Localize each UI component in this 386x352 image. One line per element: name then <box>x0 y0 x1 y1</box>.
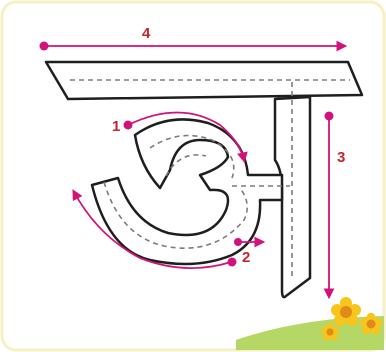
step-number-3: 3 <box>337 149 345 166</box>
start-dot-1 <box>124 121 133 130</box>
step-number-2: 2 <box>242 249 250 266</box>
page-frame <box>2 2 384 350</box>
start-dot-2b <box>228 258 237 267</box>
start-dot-4 <box>40 42 49 51</box>
step-number-4: 4 <box>142 25 151 42</box>
start-dot-2a <box>234 238 242 246</box>
step-number-1: 1 <box>112 118 120 135</box>
start-dot-3 <box>325 112 334 121</box>
